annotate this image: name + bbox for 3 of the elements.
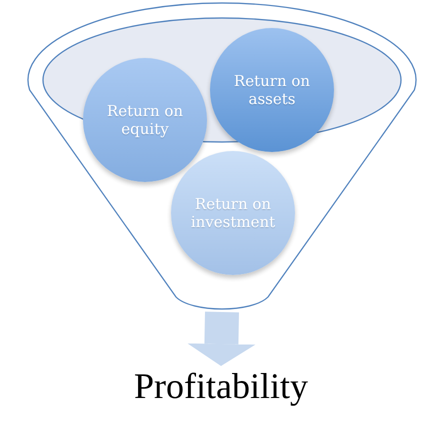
funnel (26, 2, 418, 312)
outcome-label: Profitability (134, 366, 308, 408)
block-arrow (187, 312, 256, 366)
